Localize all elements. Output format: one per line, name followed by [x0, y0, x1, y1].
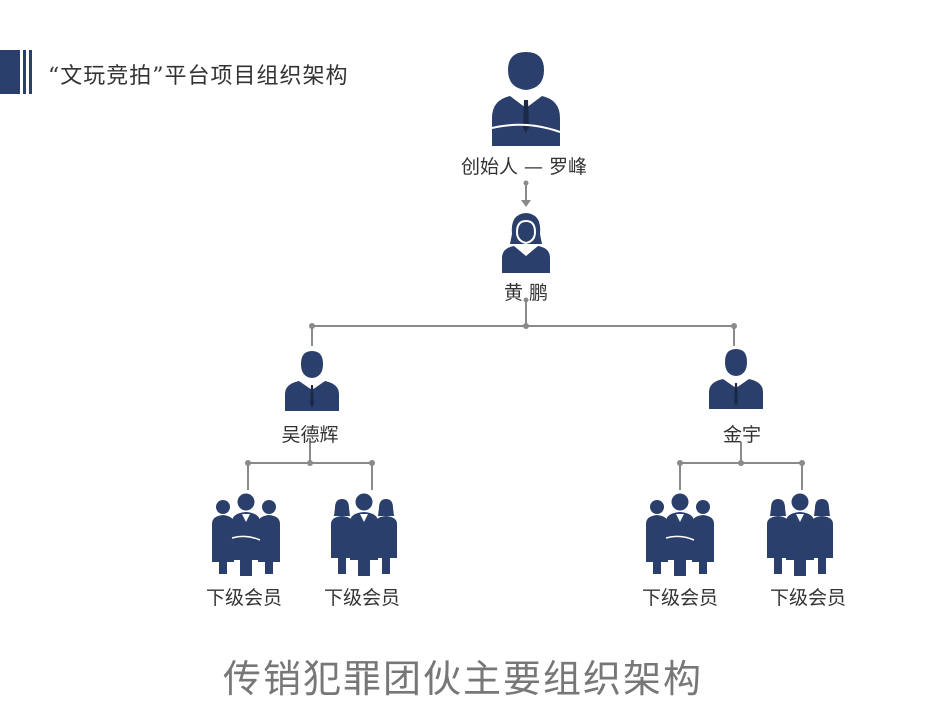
businessman-icon — [709, 349, 763, 409]
member-label: 下级会员 — [769, 587, 847, 609]
second-label: 黄 鹏 — [503, 282, 549, 304]
member-label: 下级会员 — [641, 587, 719, 609]
mixed-group-icon — [767, 493, 833, 576]
businesswoman-icon — [502, 213, 550, 273]
page-title: “文玩竞拍”平台项目组织架构 — [48, 64, 349, 89]
businessman-icon — [491, 52, 561, 146]
caption: 传销犯罪团伙主要组织架构 — [222, 657, 703, 701]
founder-label: 创始人 — 罗峰 — [460, 156, 588, 178]
member-label: 下级会员 — [205, 587, 283, 609]
left-manager-label: 吴德辉 — [281, 424, 339, 446]
group-of-men-icon — [212, 493, 280, 576]
member-label: 下级会员 — [323, 587, 401, 609]
group-of-men-icon — [646, 493, 714, 576]
mixed-group-icon — [331, 493, 397, 576]
right-manager-label: 金宇 — [722, 424, 762, 446]
businessman-icon — [285, 351, 339, 411]
header-decoration-bars — [0, 50, 36, 94]
